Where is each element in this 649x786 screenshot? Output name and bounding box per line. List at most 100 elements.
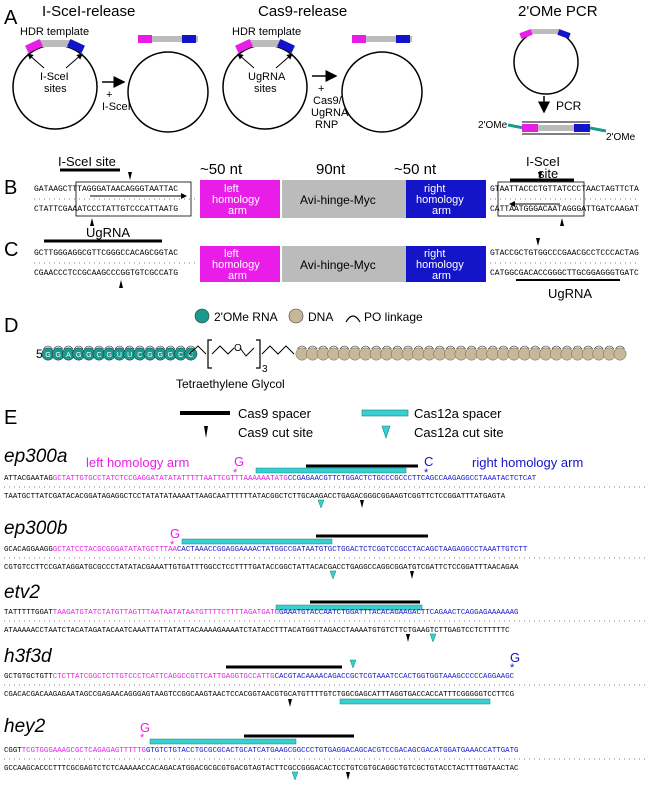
cas12a-cut-top (349, 659, 357, 669)
iscei-title: I-SceI-release (42, 3, 135, 20)
mutation-left: G (170, 526, 180, 541)
panel-E-letter: E (4, 407, 17, 429)
po-linkage (297, 345, 307, 350)
po-linkage (43, 345, 53, 350)
c-left-top-seq: GCTTGGGAGGCGTTCGGGCCACAGCGGTAC (34, 249, 178, 258)
iscei-template-gray (40, 40, 70, 47)
gene-name: h3f3d (4, 646, 53, 667)
teg-linker: O 3 (188, 339, 295, 375)
cas12a-cut (429, 633, 437, 643)
po-linkage (307, 345, 318, 350)
gene-h3f3d: h3f3d G * GCTGTGCTGTTCTCTTATCGGCTCTTGTCC… (4, 646, 645, 707)
gene-name: etv2 (4, 582, 40, 603)
c-left-box-line2: homology (212, 259, 260, 271)
b-right-bottom-cut (560, 218, 564, 226)
po-linkage (435, 345, 445, 350)
cas12a-spacer (255, 467, 407, 474)
cas12a-cut (329, 570, 337, 580)
rna-bead-letter: G (55, 352, 60, 359)
cas12a-spacer (149, 738, 297, 745)
cas12a-cut (317, 499, 325, 509)
b-len-mid: 90nt (316, 161, 346, 178)
rna-bead-letter: G (45, 352, 50, 359)
legend-cas9-spacer: Cas9 spacer (238, 406, 312, 421)
c-avi-box (282, 246, 406, 282)
po-linkage (186, 345, 196, 350)
rna-bead-letter: C (96, 352, 101, 359)
linker-left (188, 345, 207, 355)
legend-cas12a-spacer: Cas12a spacer (414, 406, 502, 421)
gene-name: ep300b (4, 518, 67, 539)
po-linkage (466, 345, 477, 350)
cas9-enzyme-1: Cas9/ (313, 95, 343, 107)
c-ugrna-right-label: UgRNA (548, 286, 592, 301)
pcr-right-primer (589, 126, 607, 133)
linker-right (261, 345, 295, 355)
b-left-site-box (75, 181, 192, 217)
rna-bead-letter: G (168, 352, 173, 359)
panel-A-letter: A (4, 7, 18, 29)
mutation-left: G (234, 454, 244, 469)
mutation-right-star: * (510, 662, 515, 674)
left-arm-label: left homology arm (86, 455, 189, 470)
po-linkage (562, 345, 572, 350)
pcr-template-blue (557, 29, 571, 39)
ugrna-construct: UgRNA GCTTGGGAGGCGTTCGGGCCACAGCGGTAC CGA… (34, 225, 640, 301)
legend-po-label: PO linkage (364, 310, 423, 324)
iscei-template-magenta (25, 38, 43, 54)
c-left-bottom-seq: CGAACCCTCCGCAAGCCCGGTGTCGCCATG (34, 269, 178, 278)
gene-hey2: hey2 G * CGGTTCGTGGGAAAGCGCTCAGAGAGTTTTT… (4, 716, 645, 781)
cas9-sites-label-2: sites (254, 83, 277, 95)
seq-top: ATTACGAATAGGCTATTGTGCCTATCTCCGAGGATATATA… (4, 475, 537, 483)
po-linkage (339, 345, 350, 350)
po-linkage (594, 345, 604, 350)
iscei-backbone (127, 51, 209, 133)
right-arm-label: right homology arm (472, 455, 583, 470)
seq-top: CGGTTCGTGGGAAAGCGCTCAGAGAGTTTTTGGTGTCTGT… (4, 747, 519, 755)
iscei-release-scheme: I-SceI-release HDR template I-SceI sites… (12, 3, 209, 133)
c-left-box-line1: left (224, 248, 239, 260)
mutation-right: G (510, 650, 520, 665)
cas9-cut (360, 500, 364, 508)
po-linkage (583, 345, 593, 350)
c-right-box-line2: homology (416, 259, 464, 271)
cas9-plus: + (318, 83, 324, 95)
cas12a-spacer (275, 604, 423, 611)
po-linkage (155, 345, 165, 350)
cas9-cut (410, 571, 414, 579)
seq-bottom: GCCAAGCACCCTTTCGCGAGTCTCTCAAAAACCACAGACA… (4, 765, 519, 773)
cas9-template-magenta (235, 38, 253, 54)
po-linkage (104, 345, 114, 350)
linker-subscript: 3 (262, 364, 268, 375)
rna-bead-letter: G (106, 352, 111, 359)
c-ugrna-left-label: UgRNA (86, 225, 130, 240)
b-left-box-line3: arm (228, 205, 247, 217)
b-right-cut-marker (538, 172, 542, 180)
b-left-homology-box (200, 180, 280, 218)
pcr-title: 2'OMe PCR (518, 3, 598, 20)
gene-name: ep300a (4, 446, 67, 467)
linker-label: Tetraethylene Glycol (176, 377, 285, 391)
mutation-left-star: * (140, 732, 145, 744)
po-linkage (530, 345, 540, 350)
b-right-top-seq: GTAATTACCCTGTTATCCCTAACTAGTTCTA (490, 185, 639, 194)
rna-bead-letter: G (157, 352, 162, 359)
b-right-site-box (497, 181, 585, 217)
po-linkage (382, 345, 392, 350)
po-linkage (456, 345, 466, 350)
dna-chain (295, 345, 627, 361)
legend-rna-label: 2'OMe RNA (214, 310, 278, 324)
five-prime-label: 5' (36, 347, 45, 361)
rna-bead-letter: C (178, 352, 183, 359)
pcr-template-gray (530, 29, 560, 34)
rna-bead-letter: U (117, 352, 122, 359)
rna-bead-letter: G (86, 352, 91, 359)
cas12a-spacer (339, 698, 491, 705)
rna-bead-letter: C (137, 352, 142, 359)
b-left-box-line1: left (224, 183, 239, 195)
b-left-box-line2: homology (212, 194, 260, 206)
po-linkage (371, 345, 381, 350)
legend-cas12a-cut: Cas12a cut site (414, 425, 504, 440)
